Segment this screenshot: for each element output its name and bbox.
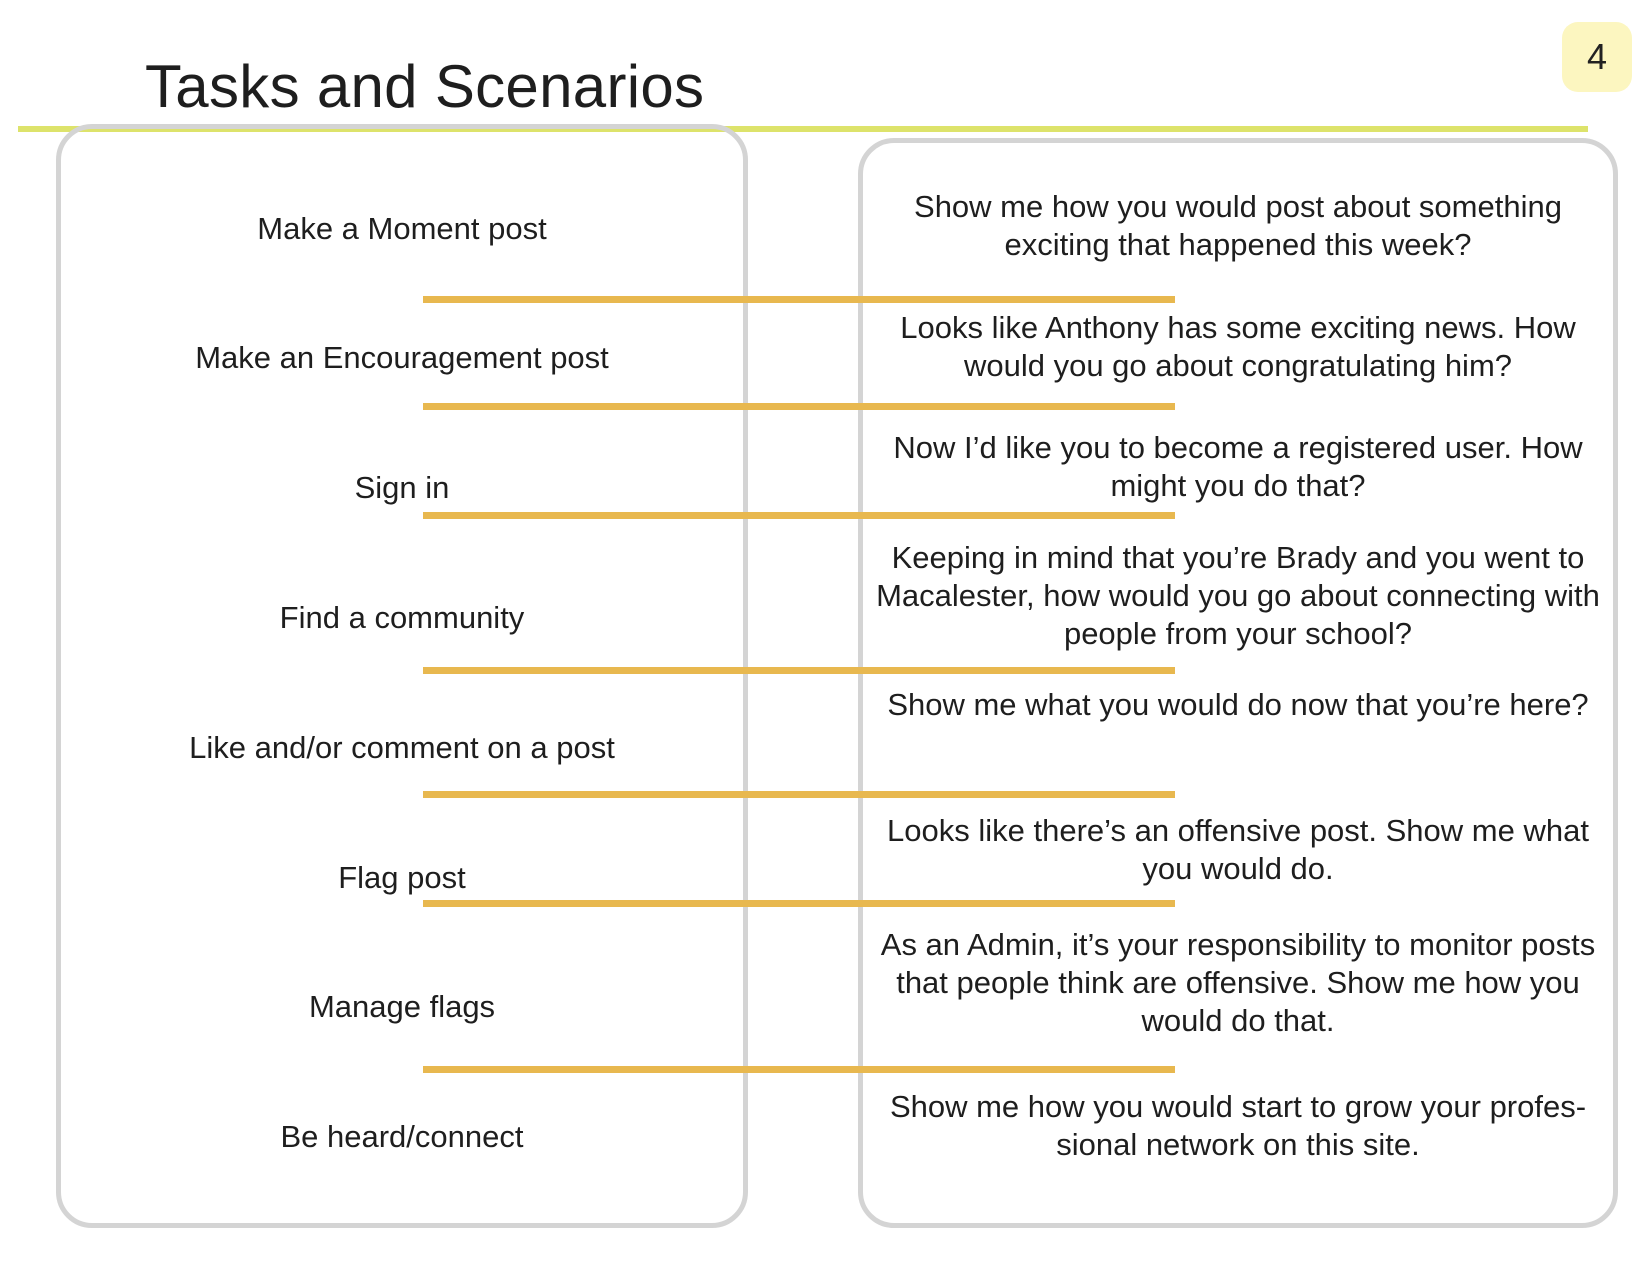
task-label: Like and/or comment on a post bbox=[189, 730, 615, 765]
task-label: Flag post bbox=[338, 860, 466, 895]
row-divider bbox=[423, 512, 1175, 519]
scenario-text: As an Admin, it’s your responsibility to… bbox=[880, 927, 1596, 1038]
task-label: Be heard/connect bbox=[280, 1119, 524, 1154]
tasks-panel bbox=[56, 124, 748, 1228]
page-title: Tasks and Scenarios bbox=[145, 53, 705, 120]
title-underline bbox=[18, 126, 1588, 132]
scenario-text: Show me what you would do now that you’r… bbox=[887, 687, 1589, 722]
row-divider bbox=[423, 900, 1175, 907]
row-divider bbox=[423, 667, 1175, 674]
task-label: Make an Encouragement post bbox=[195, 340, 609, 375]
task-label: Manage flags bbox=[308, 989, 496, 1024]
scenario-text: Show me how you would start to grow your… bbox=[889, 1089, 1587, 1162]
scenario-text: Keeping in mind that you’re Brady and yo… bbox=[876, 540, 1600, 651]
scenarios-panel bbox=[858, 138, 1618, 1228]
row-divider bbox=[423, 1066, 1175, 1073]
row-divider bbox=[423, 791, 1175, 798]
page-number-badge: 4 bbox=[1562, 22, 1632, 92]
row-divider bbox=[423, 296, 1175, 303]
task-label: Sign in bbox=[354, 470, 450, 505]
scenario-text: Looks like there’s an offensive post. Sh… bbox=[887, 813, 1589, 886]
task-label: Find a community bbox=[279, 600, 525, 635]
task-label: Make a Moment post bbox=[257, 211, 547, 246]
scenario-text: Looks like Anthony has some exciting new… bbox=[900, 310, 1576, 383]
row-divider bbox=[423, 403, 1175, 410]
scenario-text: Now I’d like you to become a registered … bbox=[893, 430, 1583, 503]
scenario-text: Show me how you would post about somethi… bbox=[914, 189, 1562, 262]
